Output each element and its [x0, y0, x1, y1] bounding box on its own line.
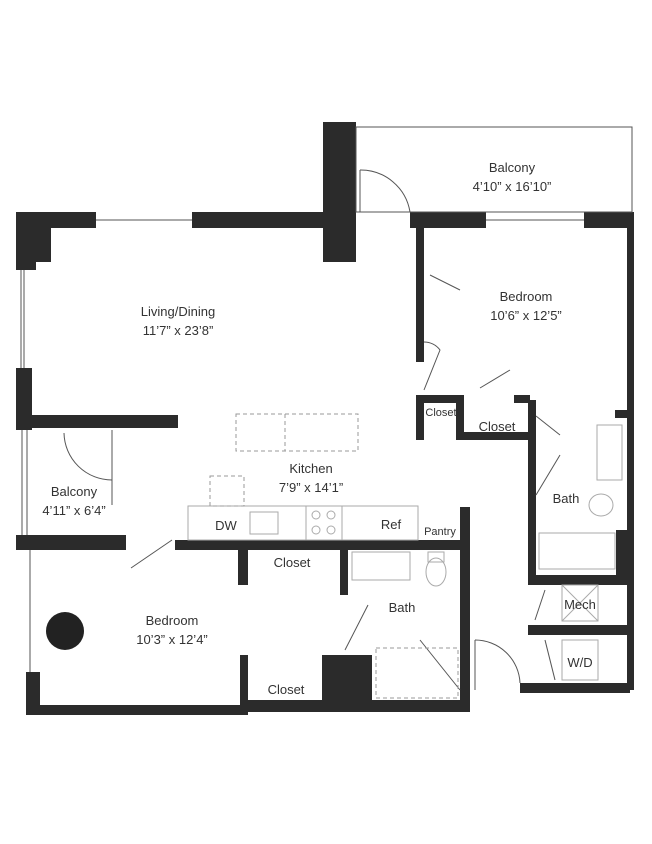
closet-c-label: Closet: [274, 555, 311, 570]
pantry-label: Pantry: [424, 526, 456, 538]
balcony-top-name: Balcony: [489, 160, 536, 175]
living-name: Living/Dining: [141, 304, 215, 319]
balcony-top-dims: 4’10” x 16’10”: [473, 179, 552, 194]
bedroom-left-dims: 10’3” x 12’4”: [136, 632, 208, 647]
fixtures: [46, 413, 623, 699]
closet-a-label: Closet: [425, 407, 456, 419]
mech-label: Mech: [564, 597, 596, 612]
kitchen-dims: 7’9” x 14’1”: [279, 480, 343, 495]
windows-and-outlines: [20, 126, 633, 672]
walls: [16, 122, 634, 715]
bedroom-right-name: Bedroom: [500, 289, 553, 304]
dw-label: DW: [215, 518, 237, 533]
kitchen-name: Kitchen: [289, 461, 332, 476]
column-dot: [46, 612, 84, 650]
bedroom-left-name: Bedroom: [146, 613, 199, 628]
closet-d-label: Closet: [268, 682, 305, 697]
wd-label: W/D: [567, 655, 592, 670]
bedroom-right-dims: 10’6” x 12’5”: [490, 308, 562, 323]
closet-b-label: Closet: [479, 419, 516, 434]
room-labels: Balcony 4’10” x 16’10” Bedroom 10’6” x 1…: [42, 160, 596, 697]
balcony-left-name: Balcony: [51, 484, 98, 499]
living-dims: 11’7” x 23’8”: [143, 323, 214, 338]
bath-center-name: Bath: [389, 600, 416, 615]
balcony-left-dims: 4’11” x 6’4”: [42, 503, 105, 518]
bath-right-name: Bath: [553, 491, 580, 506]
ref-label: Ref: [381, 517, 402, 532]
